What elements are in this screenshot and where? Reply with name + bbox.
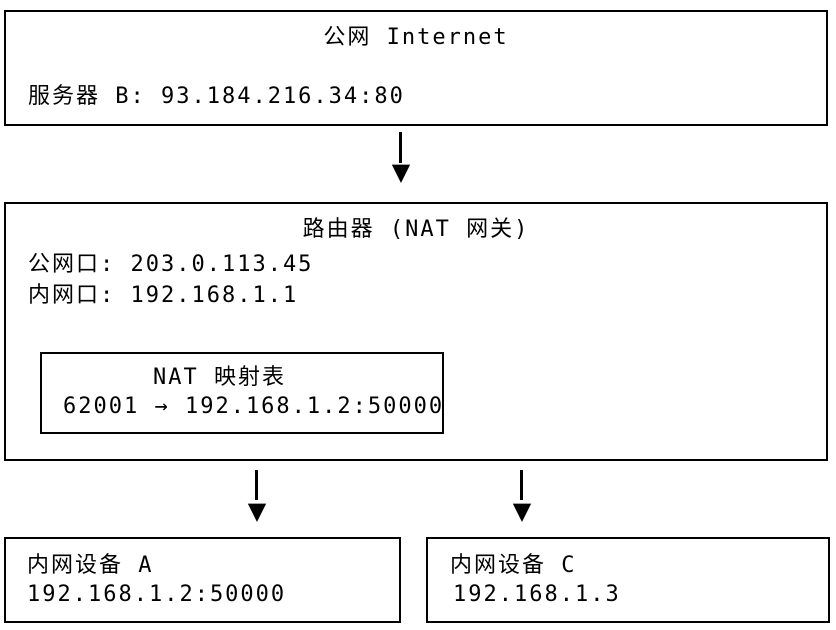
arrow-shaft-router-to-device-a — [255, 470, 258, 500]
down-arrow-icon: ▼ — [391, 158, 411, 186]
device-c-address: 192.168.1.3 — [453, 582, 621, 607]
router-box-title: 路由器 (NAT 网关) — [302, 217, 530, 242]
router-lan-ip-line: 内网口: 192.168.1.1 — [28, 283, 299, 308]
router-box: 路由器 (NAT 网关) 公网口: 203.0.113.45 内网口: 192.… — [4, 202, 828, 461]
arrow-shaft-router-to-device-c — [520, 470, 523, 500]
device-c-name: 内网设备 C — [450, 553, 577, 578]
server-b-line: 服务器 B: 93.184.216.34:80 — [28, 84, 405, 109]
device-c-box: 内网设备 C 192.168.1.3 — [426, 537, 830, 623]
device-a-name: 内网设备 A — [27, 553, 154, 578]
nat-table-mapping-line: 62001 → 192.168.1.2:50000 — [63, 394, 445, 419]
down-arrow-icon: ▼ — [512, 497, 532, 525]
nat-table-box: NAT 映射表 62001 → 192.168.1.2:50000 — [40, 352, 444, 434]
device-a-box: 内网设备 A 192.168.1.2:50000 — [4, 537, 401, 623]
internet-box: 公网 Internet 服务器 B: 93.184.216.34:80 — [4, 10, 828, 126]
router-wan-ip-line: 公网口: 203.0.113.45 — [28, 252, 314, 277]
internet-box-title: 公网 Internet — [323, 25, 509, 50]
arrow-shaft-internet-to-router — [399, 132, 402, 163]
device-a-address: 192.168.1.2:50000 — [27, 582, 287, 607]
nat-table-title: NAT 映射表 — [153, 365, 286, 390]
down-arrow-icon: ▼ — [247, 497, 267, 525]
